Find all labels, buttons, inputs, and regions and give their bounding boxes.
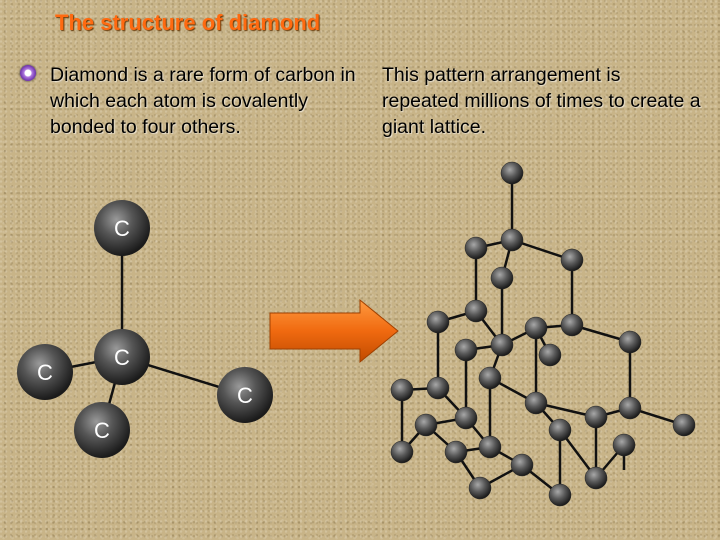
bullet-icon: [20, 65, 36, 81]
atom-top: C: [94, 200, 150, 256]
svg-text:C: C: [94, 418, 110, 443]
lattice-description: This pattern arrangement is repeated mil…: [382, 64, 701, 138]
arrow-icon: [269, 298, 399, 364]
diamond-description: Diamond is a rare form of carbon in whic…: [50, 64, 356, 138]
atom-left: C: [17, 344, 73, 400]
lattice-atoms: [390, 161, 696, 507]
svg-text:C: C: [237, 383, 253, 408]
svg-text:C: C: [114, 216, 130, 241]
slide-title: The structure of diamond: [55, 10, 321, 35]
tetrahedral-atoms: C C C C C: [17, 200, 273, 458]
tetrahedral-bonds: [44, 228, 246, 431]
svg-text:C: C: [37, 360, 53, 385]
atom-right: C: [217, 367, 273, 423]
atom-center: C: [94, 329, 150, 385]
atom-bottom: C: [74, 402, 130, 458]
svg-text:C: C: [114, 345, 130, 370]
